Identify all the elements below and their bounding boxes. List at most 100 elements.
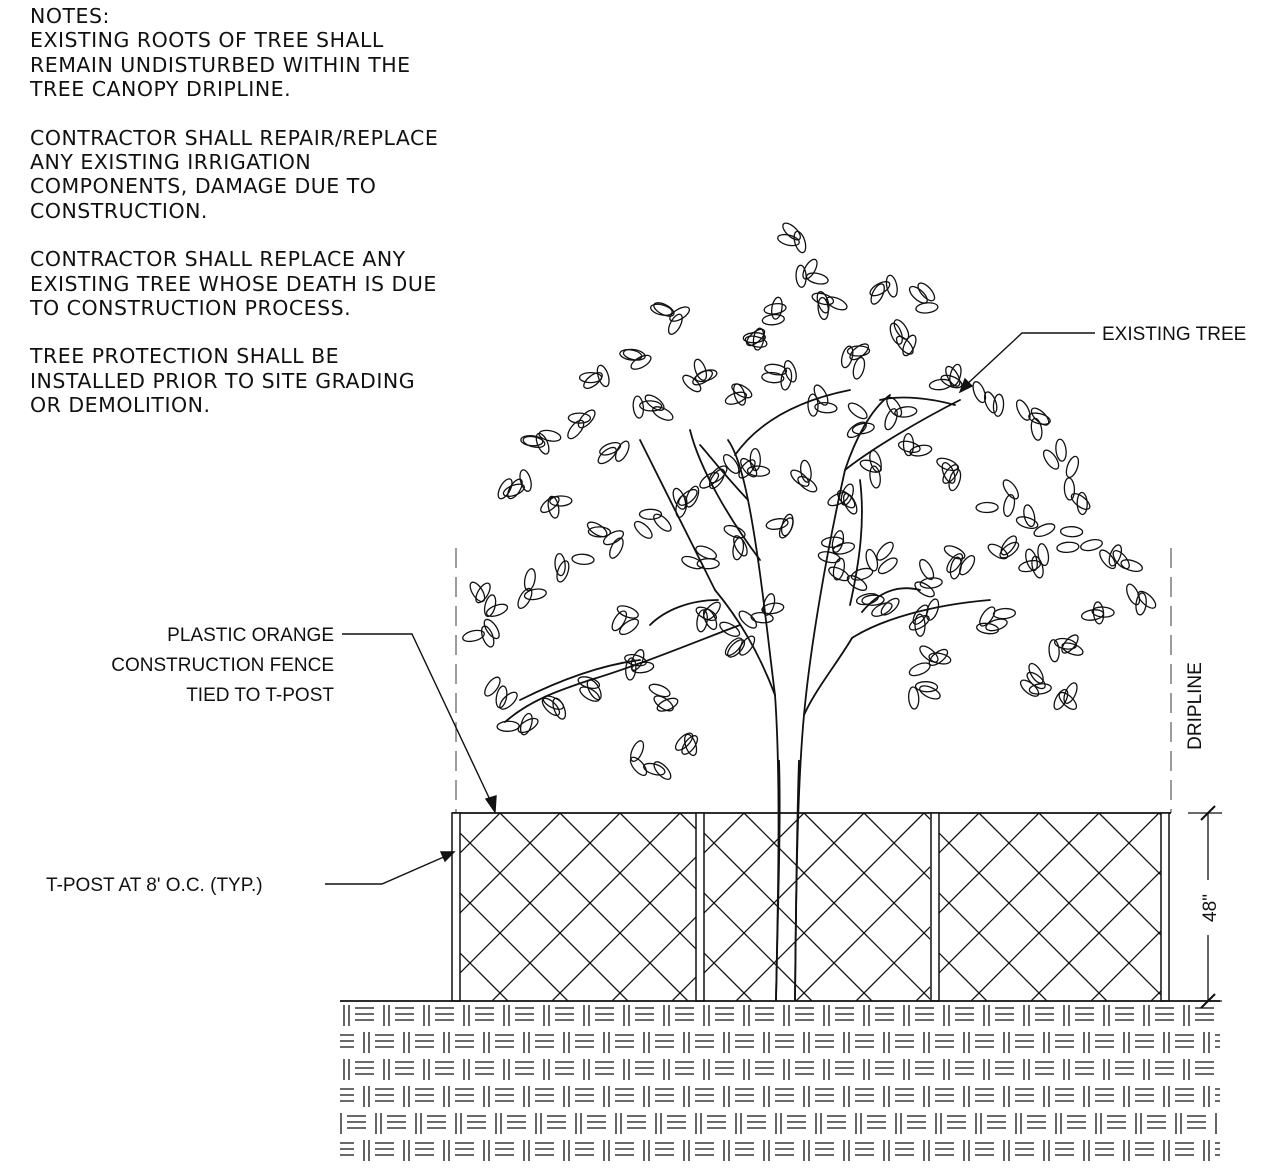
leaf-mark <box>1018 559 1041 573</box>
fence-mesh-line <box>671 976 696 1001</box>
leaf-mark <box>1023 504 1036 528</box>
leaf-mark <box>811 292 835 306</box>
leaf-mark <box>1033 523 1056 538</box>
fence-mesh-line <box>200 813 400 1013</box>
tpost-leader <box>325 851 456 885</box>
t-post-1 <box>451 812 461 1002</box>
leaf-mark <box>897 440 921 453</box>
leaf-mark <box>656 697 679 712</box>
leaf-mark <box>1055 438 1067 462</box>
leaf-mark <box>1063 682 1078 704</box>
leaf-mark <box>851 422 875 435</box>
fence-mesh-line <box>704 813 805 914</box>
leaf-mark <box>1080 538 1103 552</box>
fence-mesh-line <box>970 813 1160 1001</box>
leaf-mark <box>814 401 838 414</box>
leaf-mark <box>650 303 673 316</box>
leaf-mark <box>695 545 718 560</box>
fence-mesh-line <box>939 832 1108 1001</box>
leaf-mark <box>633 520 653 539</box>
fence-mesh-line <box>491 813 681 1001</box>
fence-label-line-3: TIED TO T-POST <box>186 685 334 706</box>
leaf-mark <box>859 459 882 473</box>
fence-mesh-line <box>180 813 380 1013</box>
fence-label-line-2: CONSTRUCTION FENCE <box>111 655 334 676</box>
leaf-mark <box>763 302 787 315</box>
leaf-mark <box>731 383 753 399</box>
leaf-mark <box>790 469 810 487</box>
note-line: CONTRACTOR SHALL REPAIR/REPLACE <box>30 125 439 150</box>
leaf-mark <box>1042 449 1060 470</box>
leaf-mark <box>1031 555 1044 579</box>
leaf-mark <box>928 378 952 391</box>
fence-mesh-line <box>0 813 200 1013</box>
leaf-mark <box>816 291 830 314</box>
tree <box>504 389 991 1001</box>
leaf-mark <box>936 457 959 472</box>
leaf-mark <box>1120 559 1143 573</box>
leaf-mark <box>579 686 601 702</box>
fence-mesh-line <box>479 813 679 1013</box>
leaf-mark <box>502 483 525 498</box>
fence-mesh-line <box>939 892 1048 1001</box>
leaf-mark <box>746 328 766 347</box>
leaf-mark <box>724 637 743 657</box>
leaf-mark <box>764 363 788 376</box>
fence-mesh-line <box>1030 870 1161 1001</box>
note-line: CONSTRUCTION. <box>30 198 208 223</box>
leaf-mark <box>877 557 898 575</box>
leaf-mark <box>975 501 999 514</box>
note-line: TREE PROTECTION SHALL BE <box>30 344 340 369</box>
fence-mesh-line <box>863 813 930 880</box>
leaf-mark <box>928 652 952 665</box>
fence-mesh-line <box>704 813 865 974</box>
leaf-mark <box>738 610 758 629</box>
fence-mesh-line <box>939 952 988 1001</box>
leaf-mark <box>893 319 910 340</box>
leaf-mark <box>1099 549 1117 570</box>
fence-mesh-line <box>244 813 444 1013</box>
leaf-mark <box>643 762 666 776</box>
leaf-mark <box>914 581 935 598</box>
leaf-mark <box>1061 642 1084 656</box>
leaf-mark <box>884 408 898 431</box>
leaf-mark <box>625 657 637 681</box>
fence-mesh-line <box>704 952 753 1001</box>
height-dimension-label: 48" <box>1200 894 1221 922</box>
leaf-mark <box>507 478 523 500</box>
leaf-mark <box>499 691 518 710</box>
fence-mesh-line <box>499 813 689 1001</box>
fence-mesh-line <box>260 813 460 1013</box>
leaf-mark <box>708 468 726 490</box>
leaf-mark <box>1135 592 1147 616</box>
t-post-3 <box>930 812 940 1002</box>
leaf-mark <box>987 543 1009 560</box>
fence-mesh-line <box>704 813 745 854</box>
leaf-mark <box>1002 479 1019 500</box>
leaf-mark <box>940 374 963 389</box>
leaf-mark <box>630 354 652 370</box>
leaf-mark <box>648 683 671 698</box>
leaf-mark <box>1037 543 1050 567</box>
leaf-mark <box>596 364 610 388</box>
fence-mesh-line <box>860 813 1060 1013</box>
note-line: CONTRACTOR SHALL REPLACE ANY <box>30 247 406 272</box>
notes-heading: NOTES: <box>30 4 110 28</box>
height-dimension <box>1188 805 1222 1009</box>
leaf-mark <box>761 371 785 384</box>
leaf-mark <box>850 567 874 581</box>
note-line: EXISTING ROOTS OF TREE SHALL <box>30 28 384 53</box>
leaf-mark <box>876 541 894 561</box>
leaf-mark <box>827 491 850 507</box>
leaf-mark <box>538 429 562 442</box>
leaf-mark <box>908 285 928 304</box>
leaf-mark <box>1070 493 1091 510</box>
tree-trunk-base <box>775 759 800 1001</box>
leaf-mark <box>567 419 585 440</box>
fence-mesh-line <box>559 813 696 950</box>
fence-panel-2 <box>244 813 930 1013</box>
fence-mesh-line <box>1098 813 1161 876</box>
leaf-mark <box>520 434 544 447</box>
leaf-mark <box>696 558 720 570</box>
